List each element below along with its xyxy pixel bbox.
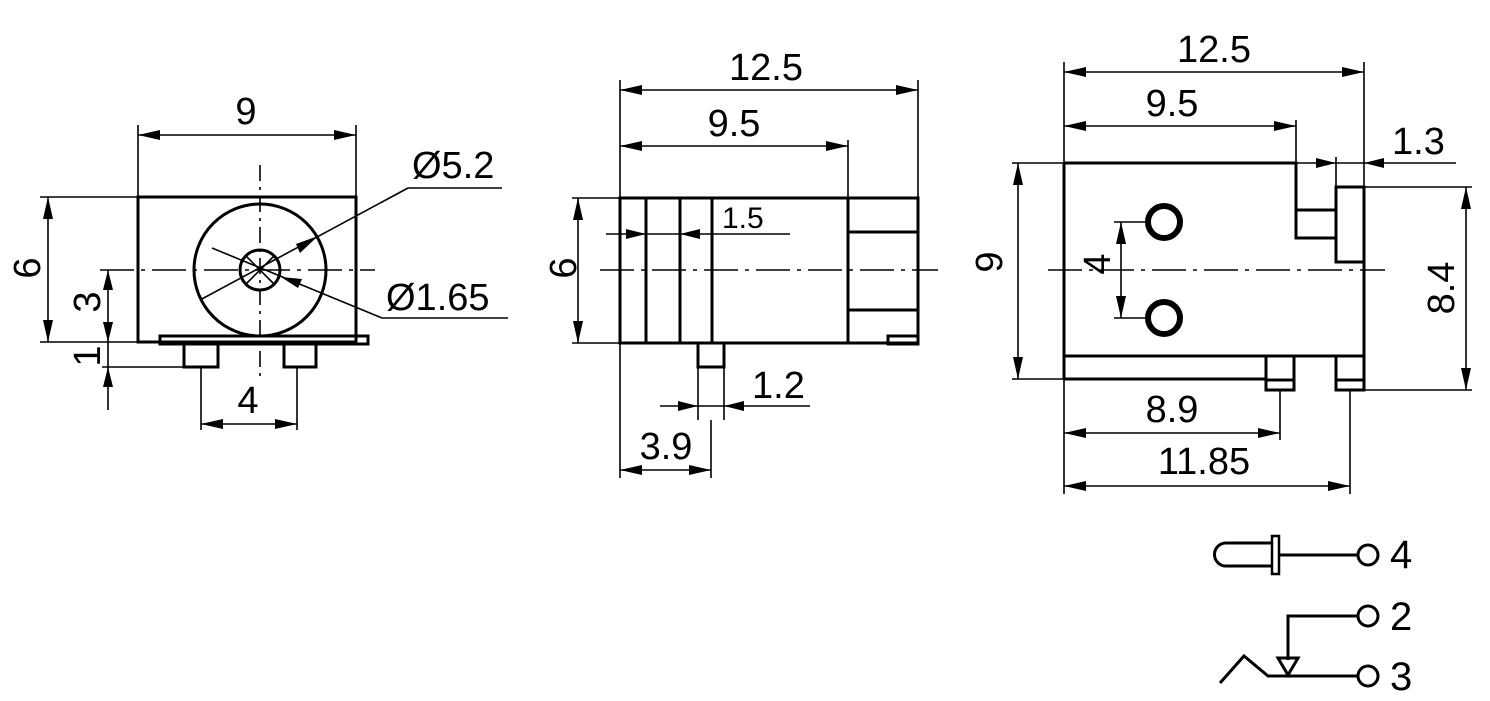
front-width-arrow-left <box>138 130 160 140</box>
front-outer-diameter-arrow <box>296 236 318 253</box>
schematic-pin3-label: 3 <box>1390 655 1412 699</box>
top-hole-arrow-bottom <box>1116 296 1126 318</box>
top-length-arrow-right <box>1342 67 1364 77</box>
front-center-arrow-top <box>103 270 113 290</box>
schematic-pin4-label: 4 <box>1390 533 1412 577</box>
front-inner-diameter-label: Ø1.65 <box>386 277 490 319</box>
top-hole-lower <box>1145 299 1183 337</box>
side-pin-position-label: 3.9 <box>640 426 693 468</box>
top-hole-upper <box>1145 203 1183 241</box>
top-width-arrow-bottom <box>1013 357 1023 379</box>
side-body-length-label: 9.5 <box>708 103 761 145</box>
side-pos-arrow-right <box>689 465 711 475</box>
schematic-plug-collar <box>1270 534 1281 576</box>
top-tab-width-label: 1.3 <box>1392 121 1445 163</box>
front-spacing-label: 4 <box>237 380 258 422</box>
schematic-plug-body <box>1213 541 1272 568</box>
top-body-arrow-left <box>1064 121 1086 131</box>
top-body-arrow-right <box>1274 121 1296 131</box>
front-height-arrow-bottom <box>43 320 53 342</box>
front-width-arrow-right <box>334 130 356 140</box>
side-length-label: 12.5 <box>729 47 803 89</box>
top-span-arrow-bottom <box>1461 368 1471 390</box>
front-pin-height-label: 1 <box>67 345 109 366</box>
side-pin-width-label: 1.2 <box>752 365 805 407</box>
top-pad-left <box>1264 354 1296 392</box>
side-body-arrow-right <box>826 141 848 151</box>
top-view: 12.5 9.5 1.3 9 4 8.4 <box>969 29 1472 494</box>
top-width-label: 9 <box>969 251 1011 272</box>
schematic-pin3-wire <box>1218 653 1358 684</box>
side-height-arrow-bottom <box>573 321 583 343</box>
side-pin-arrow-right <box>724 401 744 411</box>
front-center-arrow-bottom <box>103 322 113 342</box>
top-hole-spacing-label: 4 <box>1077 253 1119 274</box>
side-body-arrow-left <box>620 141 642 151</box>
front-view: 9 6 3 1 4 Ø5.2 Ø1.65 <box>7 91 508 430</box>
top-tab-arrow-right <box>1364 158 1384 168</box>
top-pad1-arrow-right <box>1258 428 1280 438</box>
top-pad1-arrow-left <box>1064 428 1086 438</box>
side-ring-width-label: 1.5 <box>722 202 764 235</box>
front-height-arrow-top <box>43 197 53 219</box>
schematic-pin2-wire <box>1286 614 1358 660</box>
side-pos-arrow-left <box>620 465 642 475</box>
top-length-label: 12.5 <box>1177 29 1251 71</box>
schematic-pin3-terminal <box>1356 664 1380 688</box>
front-pin-arrow-bottom <box>103 367 113 387</box>
side-height-label: 6 <box>543 257 585 278</box>
top-span-arrow-top <box>1461 187 1471 209</box>
front-height-label: 6 <box>7 257 49 278</box>
top-width-arrow-top <box>1013 163 1023 185</box>
top-length-arrow-left <box>1064 67 1086 77</box>
schematic-pin2-label: 2 <box>1390 595 1412 639</box>
front-body-outline <box>136 195 358 344</box>
side-length-arrow-left <box>620 85 642 95</box>
top-hole-arrow-top <box>1116 222 1126 244</box>
front-inner-diameter-arrow <box>281 277 302 288</box>
schematic-pin2-terminal <box>1356 604 1380 628</box>
schematic-pin4-terminal <box>1356 543 1380 567</box>
front-pin-left <box>182 341 220 369</box>
front-outer-diameter-label: Ø5.2 <box>412 145 494 187</box>
top-tab-span-label: 8.4 <box>1421 262 1463 315</box>
side-ring-arrow-right <box>680 229 700 239</box>
side-base-plate <box>886 334 920 346</box>
schematic-pin2-contact <box>1275 656 1301 678</box>
side-pin <box>696 341 726 369</box>
front-pin-right <box>282 341 318 369</box>
side-height-arrow-top <box>573 198 583 220</box>
front-center-height-label: 3 <box>67 291 109 312</box>
top-pad-right <box>1334 354 1366 392</box>
front-spacing-arrow-right <box>275 419 297 429</box>
top-pad-position-1-label: 8.9 <box>1146 389 1199 431</box>
top-pad-position-2-label: 11.85 <box>1158 441 1250 483</box>
front-spacing-arrow-left <box>201 419 223 429</box>
side-ring-arrow-left <box>626 229 646 239</box>
schematic-symbol: 4 2 3 <box>1213 533 1412 699</box>
top-pad2-arrow-right <box>1328 481 1350 491</box>
side-length-arrow-right <box>896 85 918 95</box>
top-tab-arrow-left <box>1316 158 1336 168</box>
front-width-label: 9 <box>235 91 256 133</box>
top-body-length-label: 9.5 <box>1146 83 1199 125</box>
side-view: 12.5 9.5 6 1.5 1.2 3.9 <box>543 47 938 478</box>
side-pin-arrow-left <box>678 401 698 411</box>
top-pad2-arrow-left <box>1064 481 1086 491</box>
top-tab <box>1334 185 1366 264</box>
